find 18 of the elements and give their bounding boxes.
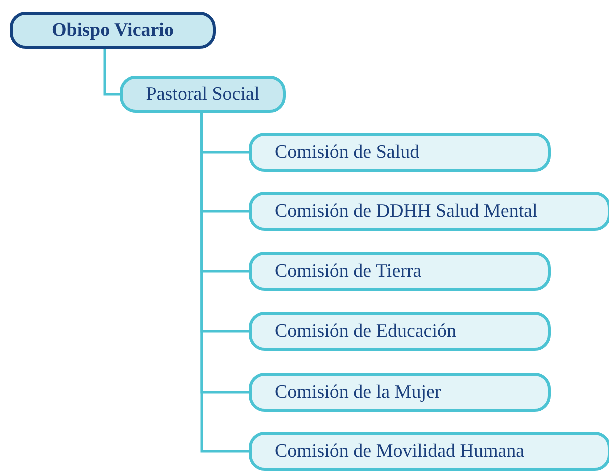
commission-box [249, 373, 551, 412]
box-label: Comisión de Movilidad Humana [275, 440, 525, 462]
box-label: Comisión de Salud [275, 142, 420, 164]
box-label: Comisión de Tierra [275, 260, 422, 282]
commission-box [249, 432, 609, 471]
commission-box [249, 133, 551, 172]
commission-box [249, 252, 551, 291]
box-label: Pastoral Social [146, 84, 260, 106]
commission-box [249, 312, 551, 351]
department-box [120, 76, 286, 113]
title-box [10, 12, 216, 49]
connector-line [200, 113, 249, 453]
box-label: Obispo Vicario [52, 20, 174, 42]
commission-box [249, 192, 609, 231]
box-label: Comisión de Educación [275, 320, 457, 342]
connector-line [104, 49, 120, 96]
box-label: Comisión de la Mujer [275, 382, 442, 404]
box-label: Comisión de DDHH Salud Mental [275, 200, 538, 222]
